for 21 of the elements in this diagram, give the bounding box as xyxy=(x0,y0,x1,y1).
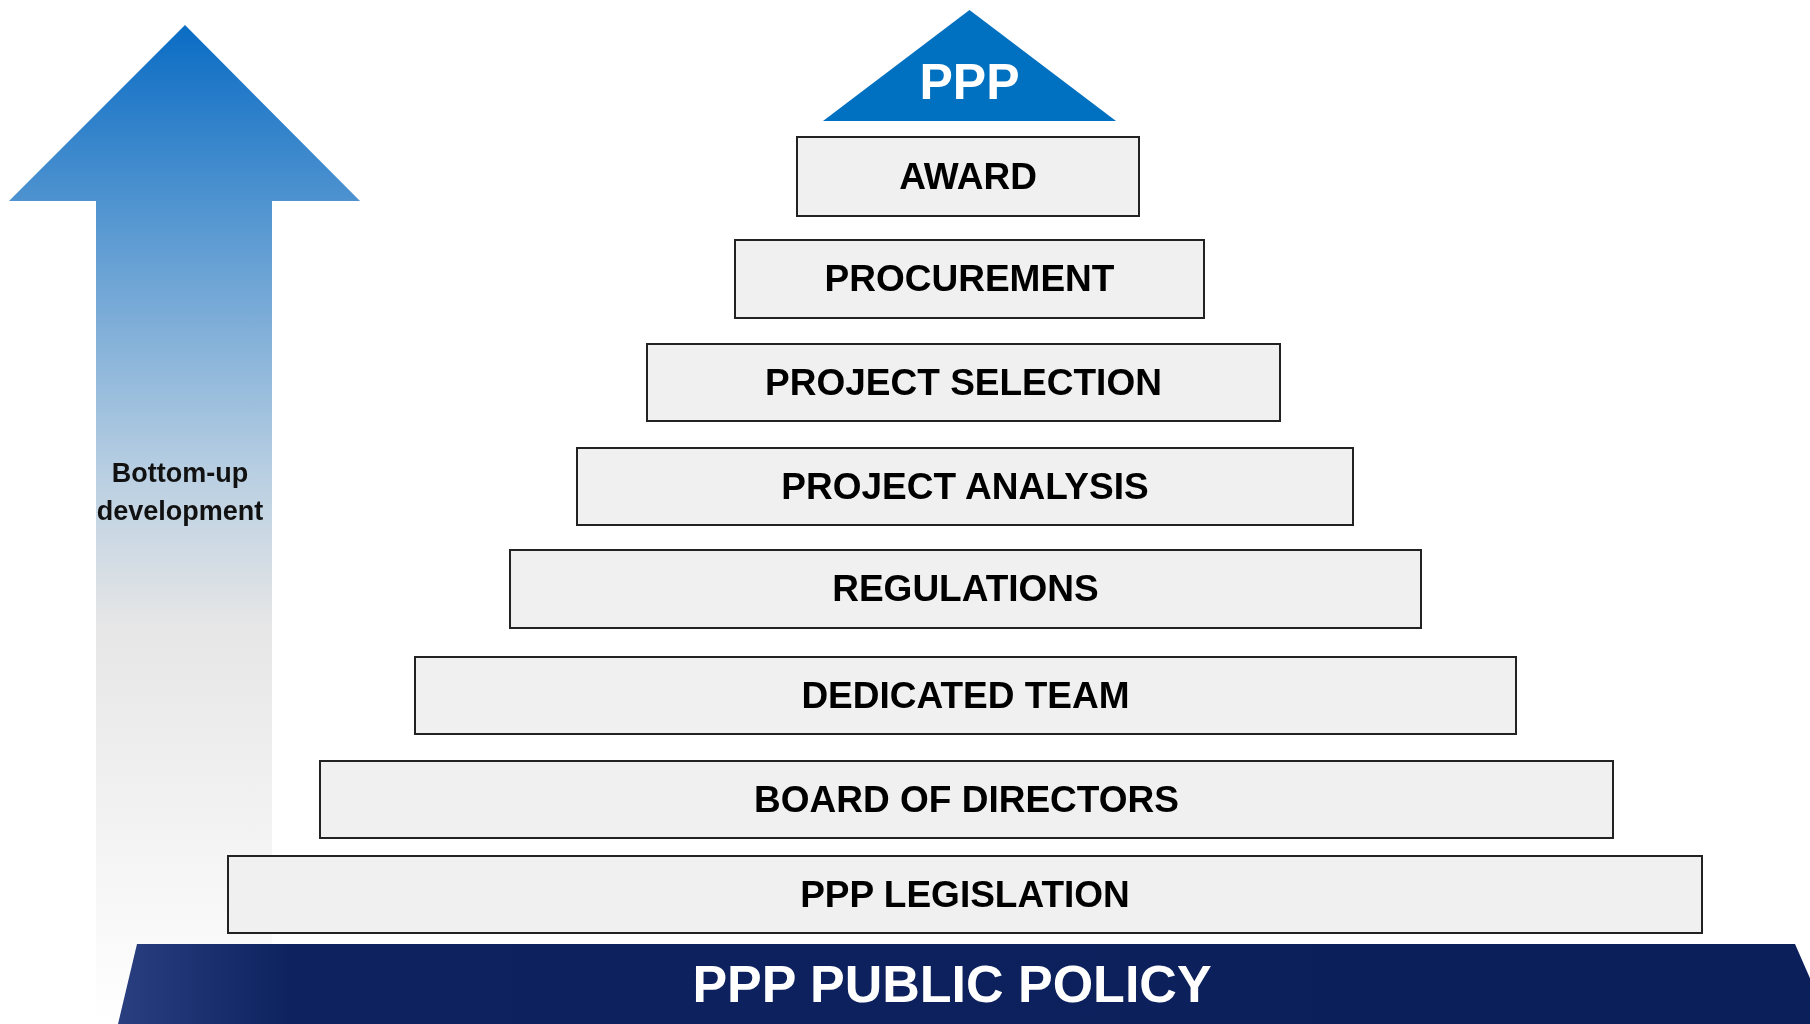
step-box xyxy=(509,549,1422,629)
step-label: PROJECT SELECTION xyxy=(765,361,1162,404)
step-label: PPP LEGISLATION xyxy=(800,873,1130,916)
step-label: PROCUREMENT xyxy=(824,258,1115,300)
step-label: AWARD xyxy=(899,155,1037,198)
step-box xyxy=(576,447,1354,526)
step-box xyxy=(734,239,1205,319)
step-label: DEDICATED TEAM xyxy=(801,674,1130,717)
title-text: PPP xyxy=(919,53,1020,111)
step-box xyxy=(227,855,1703,934)
arrow-caption: Bottom-up development xyxy=(95,457,265,528)
foundation-band xyxy=(118,944,1810,1024)
step-label: PROJECT ANALYSIS xyxy=(781,465,1149,508)
step-box xyxy=(646,343,1281,422)
step-box xyxy=(319,760,1614,839)
roof-triangle xyxy=(823,10,1116,121)
step-label: BOARD OF DIRECTORS xyxy=(754,778,1179,821)
step-label: REGULATIONS xyxy=(832,568,1099,610)
step-box xyxy=(796,136,1140,217)
step-box xyxy=(414,656,1517,735)
title-text: PPP PUBLIC POLICY xyxy=(692,954,1212,1014)
